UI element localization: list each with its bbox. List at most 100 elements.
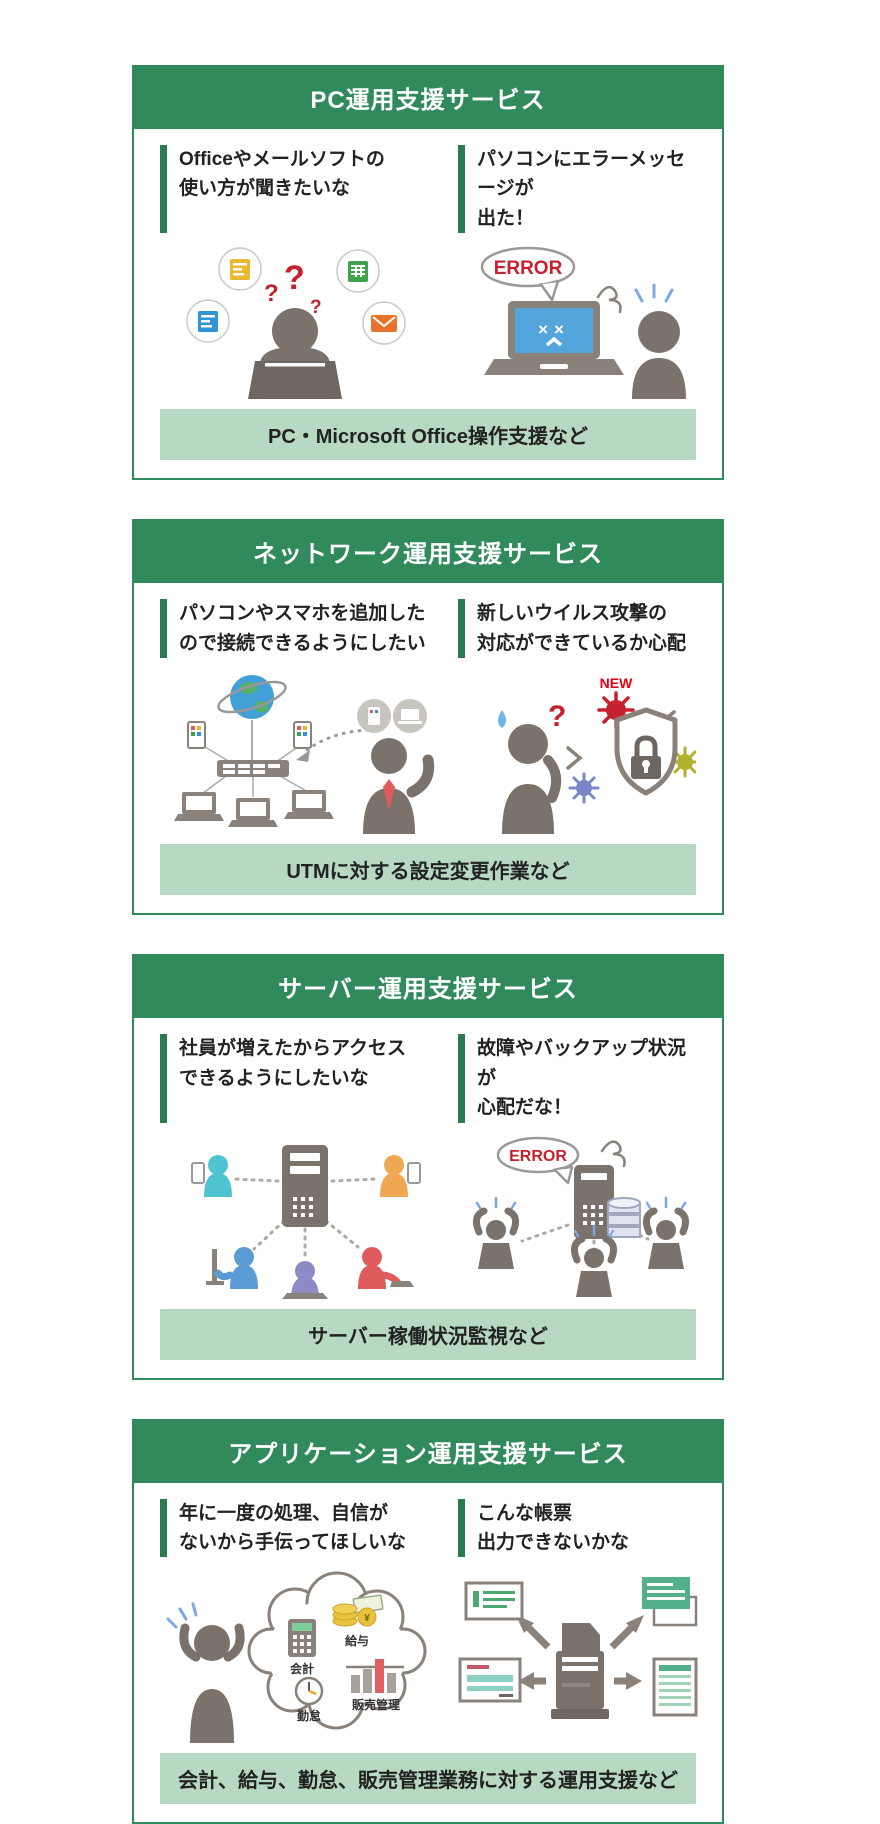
- illustration-row-application: 会計 ¥ 給与: [160, 1563, 696, 1743]
- user-teal-phone: [192, 1155, 232, 1197]
- error-label: ERROR: [509, 1148, 567, 1165]
- quote-line: 使い方が聞きたいな: [179, 174, 448, 203]
- quote-line: 年に一度の処理、自信が: [179, 1499, 448, 1528]
- mfp-printer-icon: [551, 1623, 609, 1719]
- quote-line: パソコンにエラーメッセージが: [477, 145, 696, 204]
- error-speech-bubble: ERROR: [482, 248, 574, 300]
- quote-line: ので接続できるようにしたい: [179, 629, 448, 658]
- report-printing-illustration: [450, 1563, 700, 1743]
- virus-icon-blue: [570, 774, 598, 802]
- error-laptop: ××: [484, 301, 624, 375]
- new-device-bubbles: [357, 699, 427, 733]
- accounting-label: 会計: [290, 1661, 314, 1676]
- card-pc-support: PC運用支援サービス Officeやメールソフトの 使い方が聞きたいな パソコン…: [132, 65, 724, 480]
- svg-text:?: ?: [264, 280, 279, 307]
- router-icon: [217, 760, 289, 777]
- card-title-network: ネットワーク運用支援サービス: [134, 521, 722, 583]
- server-with-db: [574, 1165, 640, 1239]
- quote-yearly-task: 年に一度の処理、自信が ないから手伝ってほしいな: [160, 1499, 448, 1558]
- quotes-row: 年に一度の処理、自信が ないから手伝ってほしいな こんな帳票 出力できないかな: [160, 1499, 696, 1558]
- user-red-laptop: [358, 1247, 414, 1289]
- new-label: NEW: [600, 675, 633, 691]
- server-access-illustration: [160, 1129, 450, 1299]
- question-mark: ?: [548, 700, 566, 733]
- svg-text:¥: ¥: [364, 1613, 370, 1624]
- doc-icon-blue: [187, 300, 229, 342]
- quote-office-usage: Officeやメールソフトの 使い方が聞きたいな: [160, 145, 448, 233]
- card-title-application: アプリケーション運用支援サービス: [134, 1421, 722, 1483]
- service-summary-pc: PC・Microsoft Office操作支援など: [160, 409, 696, 460]
- quote-line: 社員が増えたからアクセス: [179, 1034, 448, 1063]
- quote-line: ないから手伝ってほしいな: [179, 1528, 448, 1557]
- server-error-illustration: ERROR: [456, 1129, 696, 1299]
- distressed-person: [476, 1198, 515, 1269]
- laptop-icon: [174, 790, 334, 827]
- shield-lock-icon: [617, 710, 675, 793]
- card-body-server: 社員が増えたからアクセス できるようにしたいな 故障やバックアップ状況が 心配だ…: [134, 1018, 722, 1377]
- doc-icon-yellow: [219, 248, 261, 290]
- illustration-row-server: ERROR: [160, 1129, 696, 1299]
- card-network-support: ネットワーク運用支援サービス パソコンやスマホを追加した ので接続できるようにし…: [132, 519, 724, 915]
- virus-shield-illustration: ? NEW: [456, 664, 696, 834]
- quotes-row: パソコンやスマホを追加した ので接続できるようにしたい 新しいウイルス攻撃の 対…: [160, 599, 696, 658]
- quote-virus-worry: 新しいウイルス攻撃の 対応ができているか心配: [458, 599, 696, 658]
- businessman-figure: [363, 738, 429, 834]
- report-doc-topleft: [466, 1583, 522, 1619]
- table-doc-right: [654, 1659, 696, 1715]
- slip-doc-topright: [642, 1577, 696, 1625]
- quote-line: こんな帳票: [477, 1499, 696, 1528]
- quote-add-devices: パソコンやスマホを追加した ので接続できるようにしたい: [160, 599, 448, 658]
- tablet-icon: [188, 722, 311, 748]
- stressed-person: [168, 1604, 240, 1743]
- card-body-application: 年に一度の処理、自信が ないから手伝ってほしいな こんな帳票 出力できないかな: [134, 1483, 722, 1823]
- user-blue-monitor: [206, 1247, 258, 1289]
- quote-line: 故障やバックアップ状況が: [477, 1034, 696, 1093]
- sweat-drop: [498, 710, 506, 728]
- service-summary-server: サーバー稼働状況監視など: [160, 1309, 696, 1360]
- svg-text:××: ××: [538, 320, 570, 339]
- clock-icon: [296, 1678, 322, 1704]
- illustration-row-pc: ? ? ?: [160, 239, 696, 399]
- quote-line: 心配だな！: [477, 1093, 696, 1122]
- attendance-label: 勤怠: [297, 1708, 321, 1723]
- quote-line: できるようにしたいな: [179, 1064, 448, 1093]
- quote-line: 出力できないかな: [477, 1528, 696, 1557]
- card-body-network: パソコンやスマホを追加した ので接続できるようにしたい 新しいウイルス攻撃の 対…: [134, 583, 722, 913]
- quotes-row: 社員が増えたからアクセス できるようにしたいな 故障やバックアップ状況が 心配だ…: [160, 1034, 696, 1122]
- globe-icon: [215, 675, 288, 719]
- person-at-desk: [248, 308, 342, 399]
- apps-cloud: 会計 ¥ 給与: [249, 1573, 425, 1728]
- payroll-label: 給与: [345, 1633, 369, 1648]
- quote-error-message: パソコンにエラーメッセージが 出た！: [458, 145, 696, 233]
- svg-text:?: ?: [284, 259, 305, 297]
- business-apps-illustration: 会計 ¥ 給与: [160, 1563, 450, 1743]
- payslip-doc-bottomleft: [460, 1659, 520, 1701]
- sales-label: 販売管理: [352, 1697, 400, 1712]
- card-title-server: サーバー運用支援サービス: [134, 956, 722, 1018]
- quote-access: 社員が増えたからアクセス できるようにしたいな: [160, 1034, 448, 1122]
- user-orange-phone: [380, 1155, 420, 1197]
- service-summary-network: UTMに対する設定変更作業など: [160, 844, 696, 895]
- confused-user-illustration: ? ? ?: [160, 239, 430, 399]
- card-stack: PC運用支援サービス Officeやメールソフトの 使い方が聞きたいな パソコン…: [132, 65, 724, 1824]
- card-body-pc: Officeやメールソフトの 使い方が聞きたいな パソコンにエラーメッセージが …: [134, 129, 722, 478]
- quote-report-output: こんな帳票 出力できないかな: [458, 1499, 696, 1558]
- error-label: ERROR: [494, 258, 563, 279]
- surprised-person: [632, 285, 686, 399]
- error-speech-bubble: ERROR: [498, 1138, 578, 1183]
- quote-line: パソコンやスマホを追加した: [179, 599, 448, 628]
- calculator-icon: [288, 1619, 316, 1657]
- quote-line: Officeやメールソフトの: [179, 145, 448, 174]
- service-summary-application: 会計、給与、勤怠、販売管理業務に対する運用支援など: [160, 1753, 696, 1804]
- network-devices-illustration: [160, 664, 450, 834]
- distressed-person: [646, 1198, 685, 1269]
- svg-text:?: ?: [310, 297, 322, 318]
- user-purple-laptop: [282, 1261, 328, 1299]
- card-title-pc: PC運用支援サービス: [134, 67, 722, 129]
- quote-line: 出た！: [477, 204, 696, 233]
- spreadsheet-icon-green: [337, 250, 379, 292]
- illustration-row-network: ? NEW: [160, 664, 696, 834]
- laptop-error-illustration: ERROR ××: [456, 239, 696, 399]
- quotes-row: Officeやメールソフトの 使い方が聞きたいな パソコンにエラーメッセージが …: [160, 145, 696, 233]
- card-application-support: アプリケーション運用支援サービス 年に一度の処理、自信が ないから手伝ってほしい…: [132, 1419, 724, 1824]
